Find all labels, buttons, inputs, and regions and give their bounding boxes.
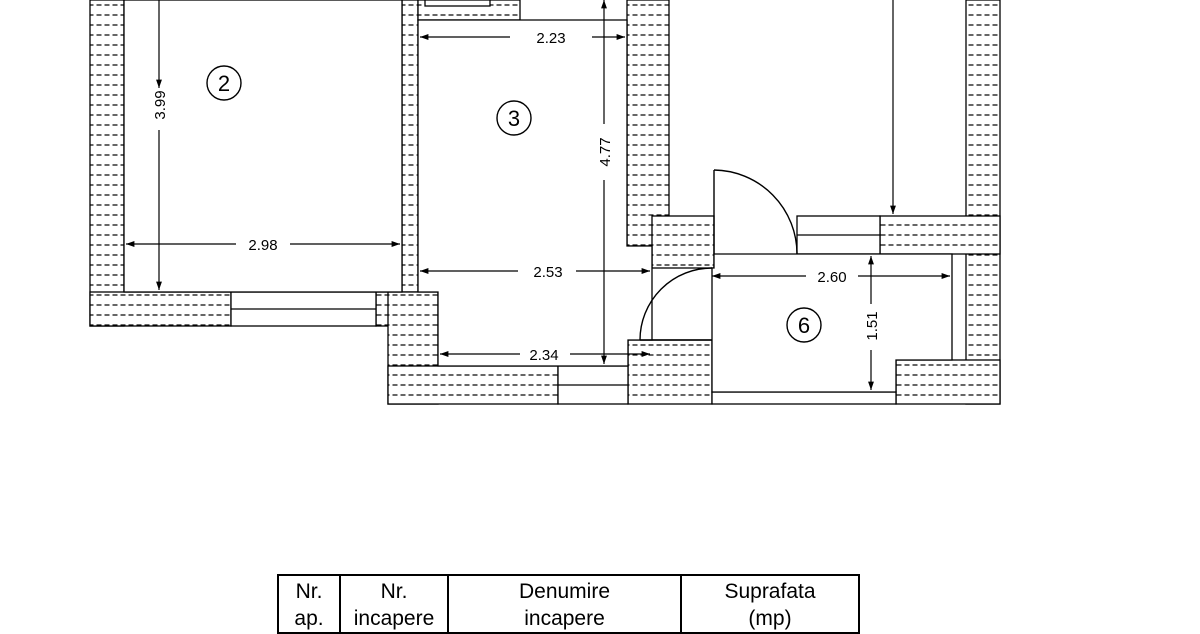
room-6-number: 6 — [798, 313, 810, 338]
floor-plan-drawing: 3.99 2.98 2.23 4.77 2.53 2.34 2.60 1.51 … — [89, 0, 1001, 405]
dim-room3-bottom-width: 2.34 — [529, 347, 558, 364]
dim-room2-width: 2.98 — [248, 237, 277, 254]
rooms-table: Nr. ap. Nr. incapere Denumire incapere S… — [277, 574, 860, 634]
room-2-interior — [123, 0, 403, 293]
dim-room6-width: 2.60 — [817, 269, 846, 286]
header-surface-area: Suprafata (mp) — [680, 574, 860, 634]
room-3-interior — [417, 19, 653, 367]
wall-right-outer — [965, 0, 1001, 405]
room-6-interior — [711, 253, 953, 393]
dimension-labels: 3.99 2.98 2.23 4.77 2.53 2.34 2.60 1.51 — [152, 30, 881, 364]
window-room3-top — [424, 0, 491, 7]
dimension-lines — [126, 0, 950, 390]
room-3-number: 3 — [508, 106, 520, 131]
room-6-marker-circle — [786, 307, 822, 343]
dim-room2-height: 3.99 — [152, 90, 169, 119]
door-room6-arc — [639, 267, 713, 341]
table-header-row: Nr. ap. Nr. incapere Denumire incapere S… — [277, 574, 860, 634]
dim-room3-mid-width: 2.53 — [533, 264, 562, 281]
room-markers: 2 3 6 — [206, 65, 822, 343]
room-2-number: 2 — [218, 71, 230, 96]
door-swings — [639, 169, 798, 341]
wall-room3-right-foot — [651, 215, 715, 269]
dim-room3-top-width: 2.23 — [536, 30, 565, 47]
room-interiors — [123, 0, 953, 393]
header-room-name: Denumire incapere — [447, 574, 682, 634]
wall-room6-top — [879, 215, 1001, 255]
wall-room3-bottom-right — [627, 339, 713, 405]
room-3-marker-circle — [496, 100, 532, 136]
room-openings — [230, 0, 897, 405]
wall-room3-right — [626, 0, 670, 247]
wall-room3-bottom — [387, 365, 559, 405]
opening-room6-bottom — [711, 391, 897, 405]
wall-segments — [89, 0, 1001, 405]
header-apartment-number: Nr. ap. — [277, 574, 341, 634]
wall-room2-right — [401, 0, 419, 293]
header-room-number: Nr. incapere — [339, 574, 449, 634]
wall-room6-right-bottom — [895, 359, 1001, 405]
dim-room3-height: 4.77 — [597, 137, 614, 166]
dim-room6-height: 1.51 — [864, 311, 881, 340]
wall-left-bottom — [89, 291, 232, 327]
door-room3-arc — [713, 169, 798, 255]
room-2-marker-circle — [206, 65, 242, 101]
wall-left-outer — [89, 0, 125, 327]
